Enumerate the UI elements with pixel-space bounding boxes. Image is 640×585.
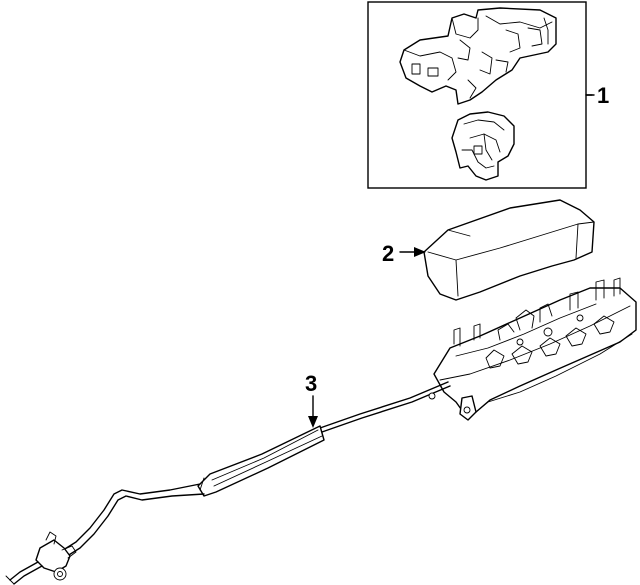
switch-part xyxy=(451,111,515,181)
callout-2: 2 xyxy=(382,241,394,266)
leader-2 xyxy=(399,247,426,257)
callout-3: 3 xyxy=(305,371,317,396)
shift-cable-part xyxy=(5,381,451,585)
cover-part xyxy=(423,199,595,301)
leader-3 xyxy=(308,395,318,428)
callout-1: 1 xyxy=(597,83,609,108)
shifter-base-part xyxy=(433,277,637,421)
shifter-module-part xyxy=(399,7,557,105)
